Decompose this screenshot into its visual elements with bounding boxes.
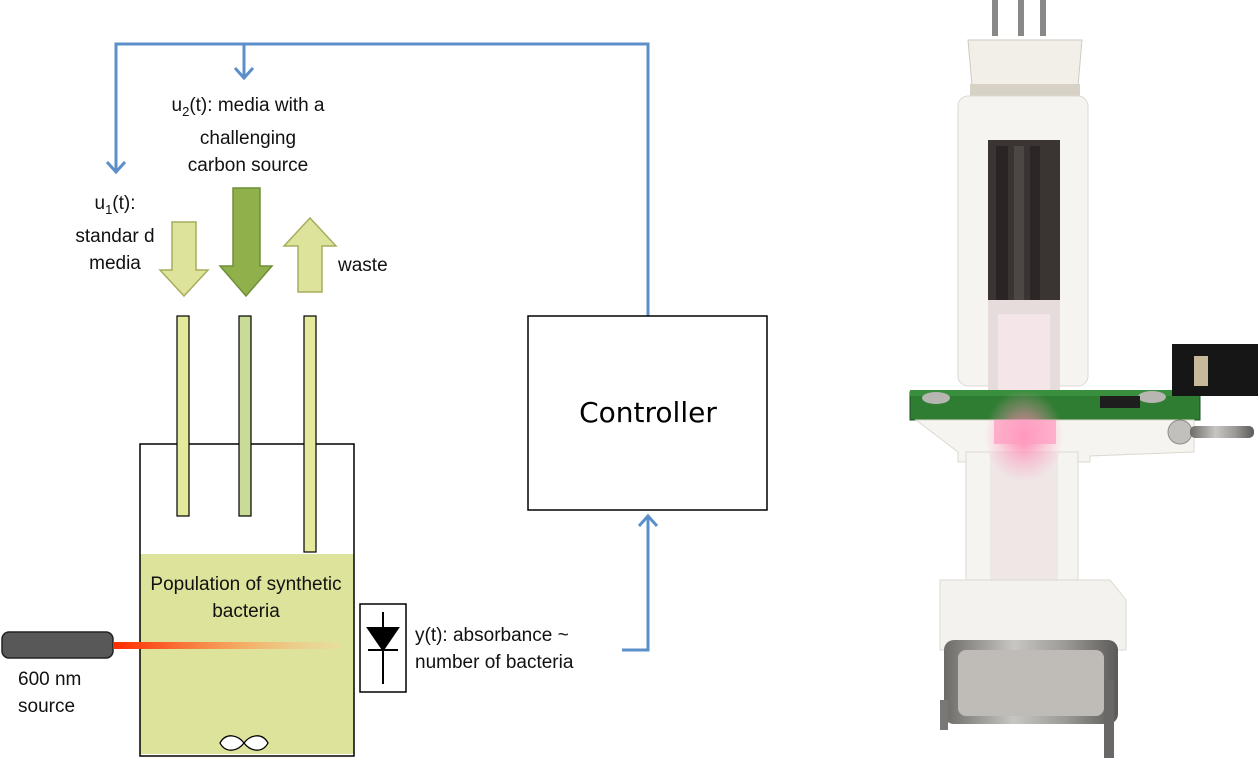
waste-arrow xyxy=(282,216,338,293)
device-photo xyxy=(909,0,1258,758)
photodiode-icon xyxy=(366,612,400,684)
u2-arrowhead xyxy=(233,66,255,81)
measurement-line xyxy=(622,517,650,652)
u1-label: u1(t): standar d media xyxy=(70,190,160,277)
feedback-arrowheads xyxy=(105,66,659,528)
u1-prefix: u xyxy=(94,193,106,214)
absorbance-label: y(t): absorbance ~ number of bacteria xyxy=(415,625,574,673)
u1-arrowhead xyxy=(105,160,127,175)
waste-label: waste xyxy=(338,255,388,276)
u2-sub: 2 xyxy=(182,103,190,119)
u2-label: u2(t): media with a challenging carbon s… xyxy=(170,92,326,179)
laser-beam xyxy=(113,642,341,649)
controller-input-arrowhead xyxy=(637,513,659,528)
controller-output-line xyxy=(114,42,650,316)
u1-sub: 1 xyxy=(105,201,113,217)
waste-tube xyxy=(303,315,317,553)
laser-source xyxy=(1,631,114,659)
u2-prefix: u xyxy=(171,95,183,116)
population-label: Population of synthetic bacteria xyxy=(150,574,342,622)
u2-rest: (t): media with a challenging carbon sou… xyxy=(187,95,325,176)
u1-arrow xyxy=(158,221,210,298)
feedback-loop xyxy=(114,42,650,652)
u2-tube xyxy=(238,315,252,517)
culture-medium xyxy=(140,554,354,754)
u1-rest: (t): standar d media xyxy=(75,193,155,274)
u1-tube xyxy=(176,315,190,517)
controller-box xyxy=(527,315,768,511)
u2-arrow xyxy=(218,187,274,298)
source-label: 600 nm source xyxy=(18,669,82,717)
stir-bar-icon xyxy=(219,735,269,751)
controller-label: Controller xyxy=(579,396,717,429)
